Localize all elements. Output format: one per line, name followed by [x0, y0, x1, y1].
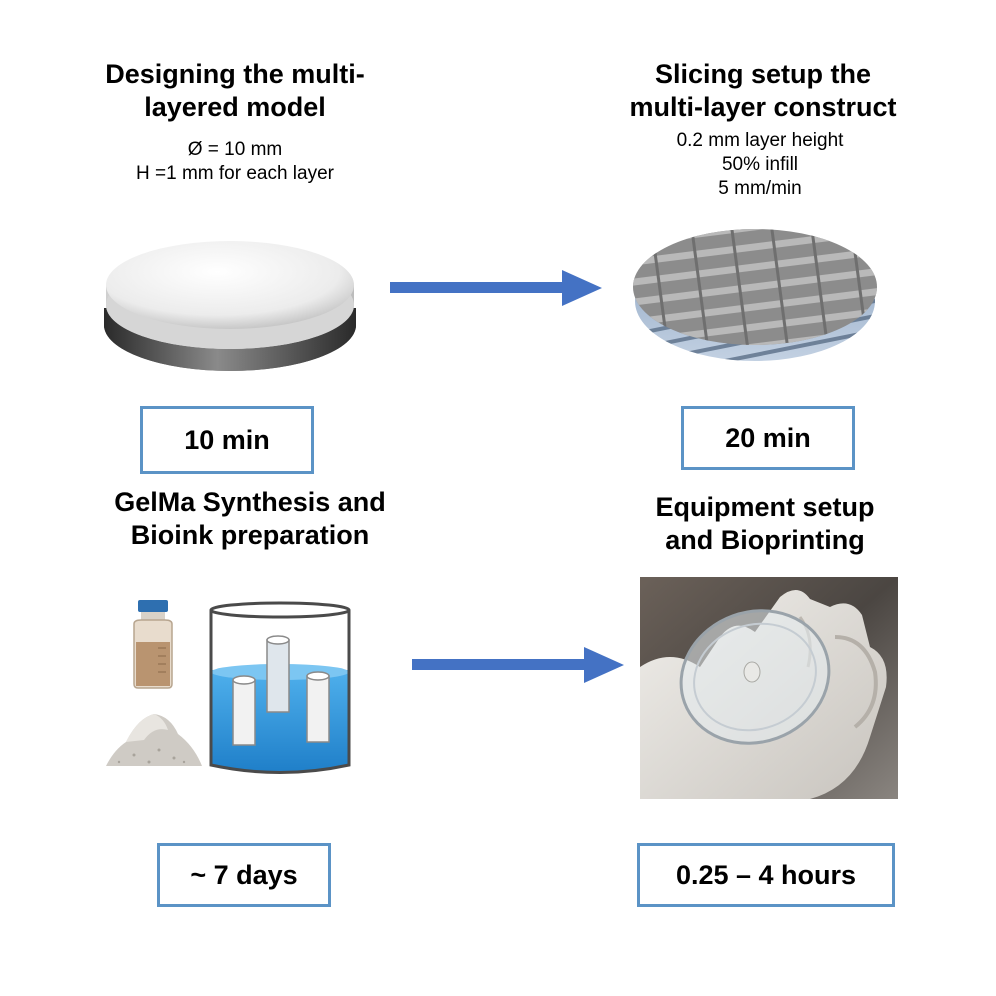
beaker-with-cylinders-icon	[209, 601, 351, 774]
arrow-right-icon	[390, 270, 602, 306]
step1-time: 10 min	[184, 424, 270, 455]
step4-time: 0.25 – 4 hours	[675, 859, 857, 890]
step4-time-box: 0.25 – 4 hours	[637, 843, 895, 907]
sliced-lattice-icon	[633, 229, 877, 361]
powder-pile-icon	[106, 714, 202, 766]
step3-time-box: ~ 7 days	[157, 843, 331, 907]
reagent-bottle-icon	[133, 600, 173, 689]
step1-details: Ø = 10 mm H =1 mm for each layer	[80, 138, 390, 186]
step2-title: Slicing setup the multi-layer construct	[578, 58, 948, 124]
step4-title: Equipment setup and Bioprinting	[600, 491, 930, 557]
arrow-right-icon	[412, 647, 624, 683]
step2-time-box: 20 min	[681, 406, 855, 470]
petri-dish-photo	[640, 577, 898, 799]
step3-title: GelMa Synthesis and Bioink preparation	[70, 486, 430, 552]
step2-time: 20 min	[725, 422, 811, 453]
step2-details: 0.2 mm layer height 50% infill 5 mm/min	[620, 129, 900, 201]
step2-detail-infill: 50% infill	[721, 154, 799, 175]
step2-title-line2: multi-layer construct	[629, 92, 897, 122]
step1-detail-diameter: Ø = 10 mm	[187, 139, 283, 160]
step1-title-line2: layered model	[144, 92, 326, 122]
step1-title: Designing the multi- layered model	[60, 58, 410, 124]
step2-detail-layer-height: 0.2 mm layer height	[676, 130, 844, 151]
two-layer-disc-icon	[104, 241, 356, 371]
step3-title-line2: Bioink preparation	[130, 520, 370, 550]
step4-title-line2: and Bioprinting	[665, 525, 865, 555]
step1-time-box: 10 min	[140, 406, 314, 474]
step2-detail-speed: 5 mm/min	[718, 178, 802, 199]
step2-title-line1: Slicing setup the	[654, 59, 872, 89]
step1-detail-height: H =1 mm for each layer	[136, 163, 334, 184]
step3-time: ~ 7 days	[190, 859, 298, 890]
step1-title-line1: Designing the multi-	[105, 59, 365, 89]
step3-title-line1: GelMa Synthesis and	[114, 487, 386, 517]
step4-title-line1: Equipment setup	[655, 492, 875, 522]
